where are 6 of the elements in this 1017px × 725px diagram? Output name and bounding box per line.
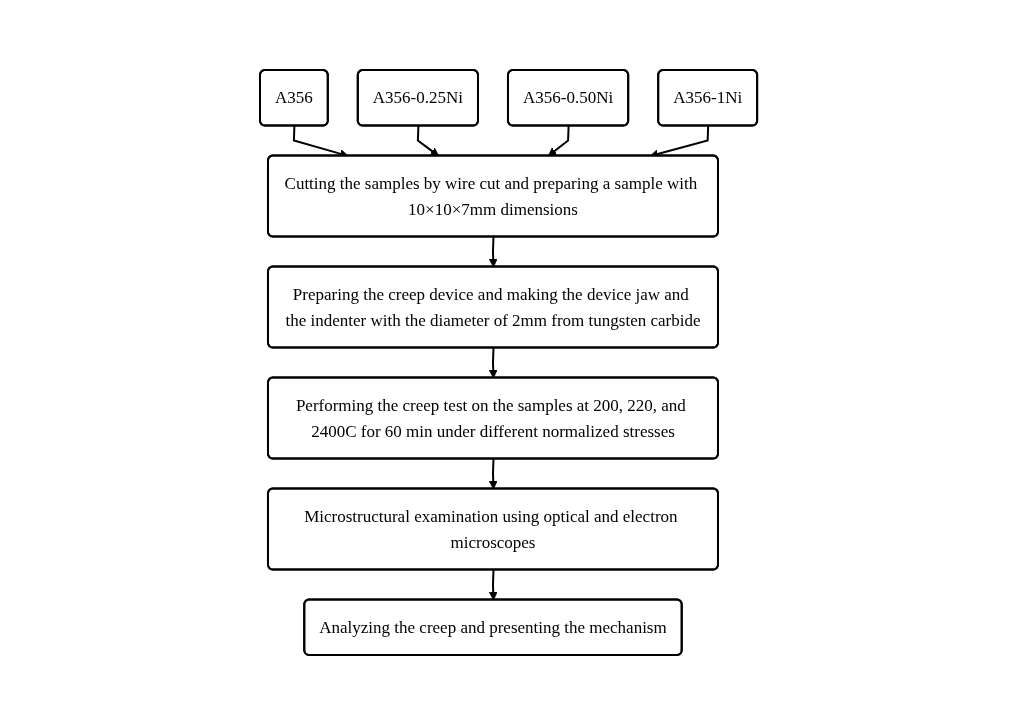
- arrow: [488, 347, 498, 379]
- arrow: [488, 569, 498, 601]
- arrow: [488, 236, 498, 268]
- arrow: [488, 458, 498, 490]
- arrow: [416, 125, 439, 157]
- arrow: [547, 125, 570, 157]
